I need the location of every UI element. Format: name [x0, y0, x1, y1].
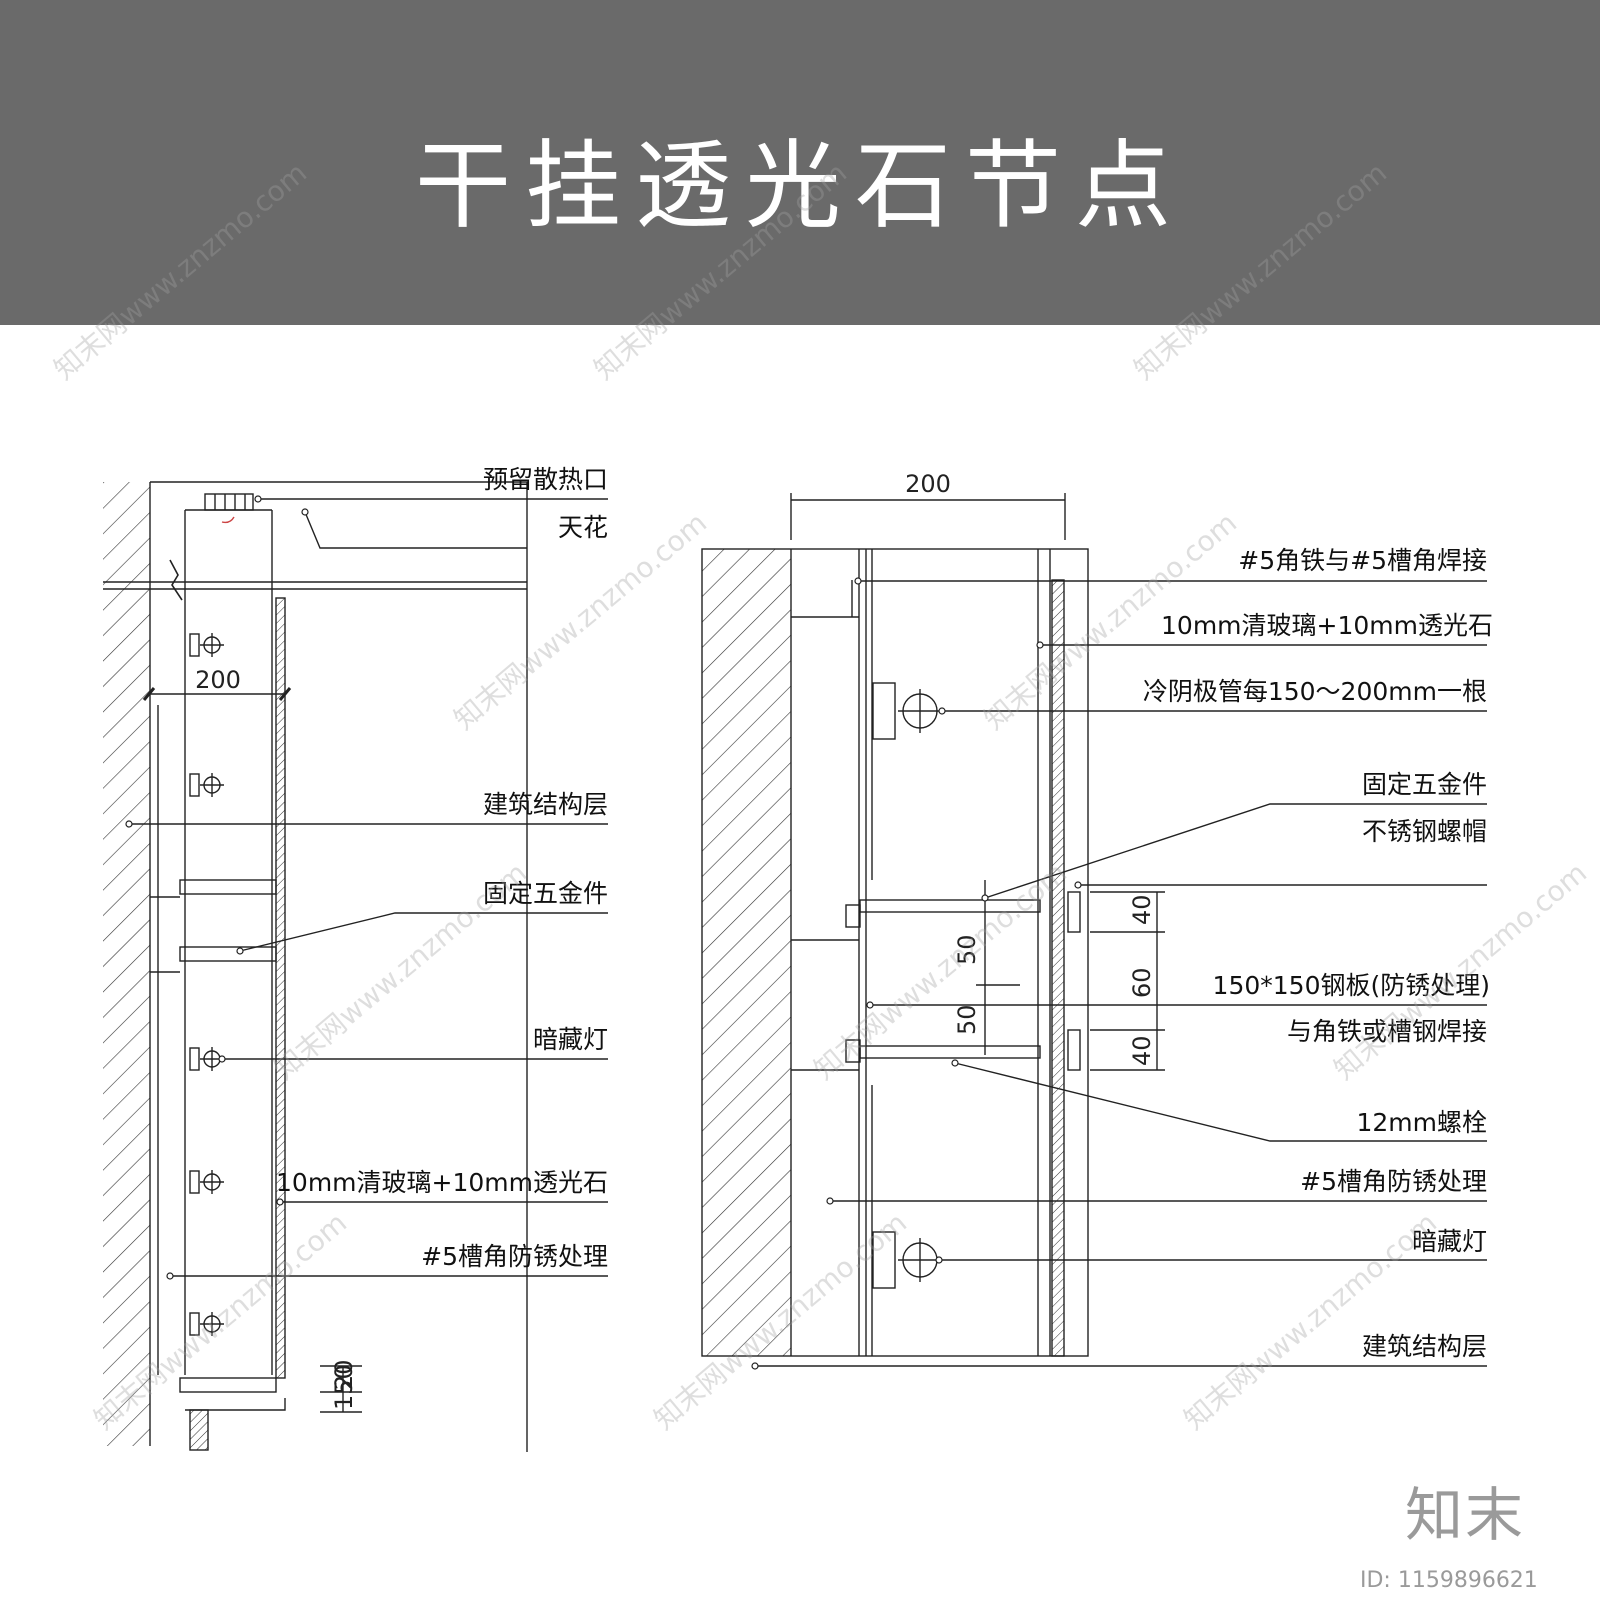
image-id: ID: 1159896621 — [1360, 1568, 1538, 1593]
right-label-tube: 冷阴极管每150～200mm一根 — [1143, 677, 1487, 706]
right-bolt-2 — [859, 1045, 1041, 1059]
left-dim-200: 200 — [195, 666, 241, 694]
left-label-channel: #5槽角防锈处理 — [421, 1242, 608, 1271]
left-detail — [103, 481, 608, 1452]
left-vent-box — [204, 493, 254, 511]
right-dim-40b: 40 — [1128, 1035, 1156, 1066]
right-label-bolt: 12mm螺栓 — [1356, 1108, 1487, 1137]
right-dim-60: 60 — [1128, 967, 1156, 998]
right-label-nut: 不锈钢螺帽 — [1362, 817, 1487, 846]
right-label-plate-weld: 与角铁或槽钢焊接 — [1287, 1017, 1487, 1046]
right-label-hidden-light: 暗藏灯 — [1412, 1227, 1487, 1256]
brand-logo: 知末 — [1405, 1481, 1526, 1549]
right-label-channel: #5槽角防锈处理 — [1300, 1167, 1487, 1196]
right-label-glass-stone: 10mm清玻璃+10mm透光石 — [1161, 611, 1493, 640]
left-label-glass-stone: 10mm清玻璃+10mm透光石 — [276, 1168, 608, 1197]
left-label-vent: 预留散热口 — [483, 465, 608, 494]
left-dim-20: 20 — [330, 1359, 358, 1390]
left-bracket-1 — [179, 879, 277, 895]
page-title: 干挂透光石节点 — [415, 130, 1185, 242]
left-bracket-3 — [179, 1377, 277, 1393]
left-bracket-2 — [179, 946, 277, 962]
left-dim-150: 150 — [330, 1364, 358, 1410]
right-label-plate: 150*150钢板(防锈处理) — [1213, 971, 1490, 1000]
left-structure-wall — [103, 482, 150, 1446]
right-label-structure: 建筑结构层 — [1362, 1332, 1487, 1361]
left-label-fixing: 固定五金件 — [483, 879, 608, 908]
right-light-1-box — [872, 682, 896, 740]
right-dim-50b: 50 — [953, 1004, 981, 1035]
right-light-2-box — [872, 1231, 896, 1289]
right-dim-40a: 40 — [1128, 894, 1156, 925]
left-label-ceiling: 天花 — [558, 513, 608, 542]
right-structure-wall — [702, 549, 791, 1356]
right-label-fixing: 固定五金件 — [1362, 770, 1487, 799]
left-label-hidden-light: 暗藏灯 — [533, 1025, 608, 1054]
header-banner — [0, 0, 1600, 325]
right-dim-50a: 50 — [953, 934, 981, 965]
right-glass-stone-panel — [1051, 579, 1065, 1357]
right-label-angle-weld: #5角铁与#5槽角焊接 — [1238, 546, 1487, 575]
left-glass-stone-panel — [275, 597, 286, 1379]
left-label-structure: 建筑结构层 — [483, 790, 608, 819]
left-light-symbols — [189, 633, 224, 1336]
right-dim-200: 200 — [905, 470, 951, 498]
right-detail — [701, 493, 1487, 1367]
